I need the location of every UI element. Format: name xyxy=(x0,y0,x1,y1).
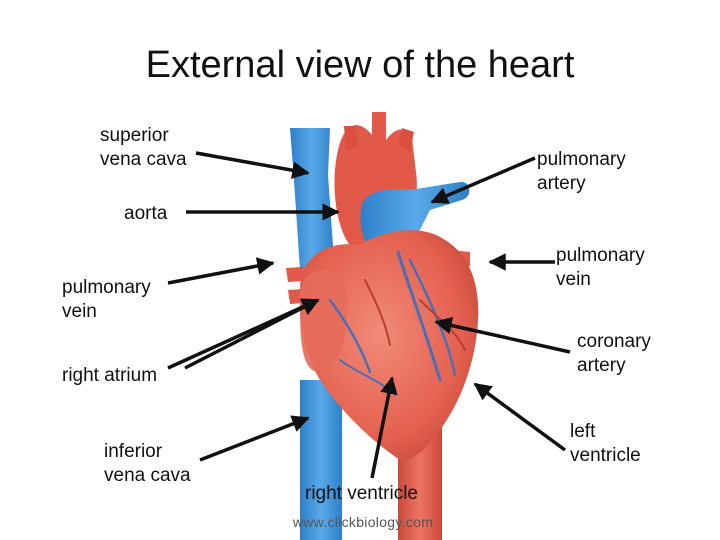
label-inferior-vena-cava: inferior vena cava xyxy=(104,441,191,486)
aortic-branch xyxy=(344,126,358,150)
arrow-pulmonary-artery xyxy=(430,156,536,204)
source-credit: www.clickbiology.com xyxy=(292,514,434,530)
pointer-arrows xyxy=(167,151,571,479)
arrow-pulmonary-vein-left-upper xyxy=(167,257,275,285)
arrow-superior-vena-cava xyxy=(195,151,310,179)
label-coronary-artery: coronary artery xyxy=(577,331,651,376)
label-pulmonary-vein-right: pulmonary vein xyxy=(556,245,645,290)
diagram-title: External view of the heart xyxy=(145,44,575,86)
arrow-coronary-artery xyxy=(434,316,571,354)
aortic-branch xyxy=(398,128,414,152)
arrow-inferior-vena-cava xyxy=(199,415,310,462)
arrow-left-ventricle xyxy=(473,382,567,452)
label-left-ventricle: left ventricle xyxy=(570,421,641,466)
label-pulmonary-vein-left: pulmonary vein xyxy=(62,277,151,322)
label-pulmonary-artery: pulmonary artery xyxy=(537,149,626,194)
label-right-ventricle: right ventricle xyxy=(305,483,418,504)
arrow-right-atrium xyxy=(184,298,320,370)
label-aorta: aorta xyxy=(124,203,168,224)
label-superior-vena-cava: superior vena cava xyxy=(100,125,187,170)
label-right-atrium: right atrium xyxy=(62,365,158,386)
right-atrium-chamber xyxy=(299,269,348,372)
arrow-right-ventricle xyxy=(370,376,398,479)
inferior-vena-cava-vessel xyxy=(300,380,342,540)
